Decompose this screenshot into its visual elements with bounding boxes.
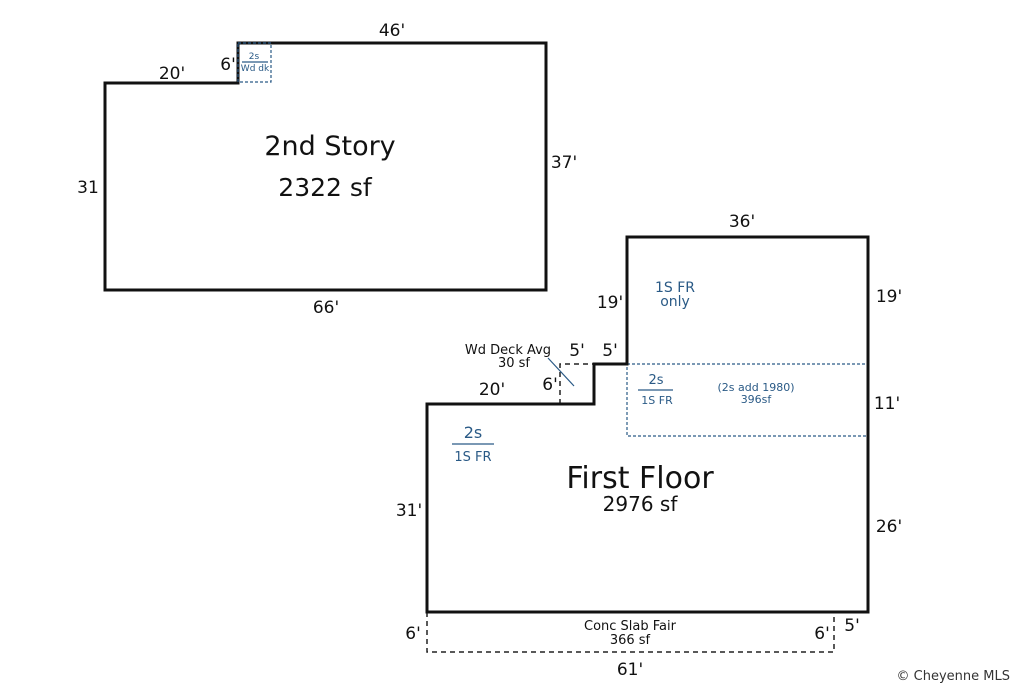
second-story-title: 2nd Story [264,131,395,162]
second-story-dim-left-top: 20' [159,64,185,84]
second-story-deck-outline [237,42,272,83]
addition-fraction-top: 2s [648,373,663,388]
first-floor-dim-right-lower: 26' [876,517,902,537]
main-fraction-top: 2s [464,423,483,442]
addition-fraction-bottom: 1S FR [641,394,673,407]
second-story-area: 2322 sf [278,173,373,202]
second-story-dim-right: 37' [551,153,577,173]
second-story-dim-bottom: 66' [313,298,339,318]
first-floor-dim-right-mid: 11' [874,394,900,414]
concrete-slab-outline [426,612,835,653]
first-floor-area: 2976 sf [603,492,679,516]
first-floor-title: First Floor [566,461,714,496]
slab-dim-bottom: 61' [617,660,643,680]
addition-note-2: 396sf [741,393,773,406]
first-floor-dim-left-upper: 19' [597,293,623,313]
first-floor-dim-left: 31' [396,501,422,521]
second-story-dim-notch: 6' [220,55,236,75]
first-floor-group: First Floor 2976 sf 1S FR only 2s 1S FR … [396,212,902,680]
first-floor-dim-right-upper: 19' [876,287,902,307]
first-floor-dim-step-height: 6' [542,375,558,395]
second-story-deck-label-top: 2s [249,52,260,62]
first-floor-only-label-1: 1S FR [655,280,695,296]
first-floor-dim-left-top: 20' [479,380,505,400]
wood-deck-label: Wd Deck Avg [465,343,551,358]
wood-deck-outline [559,363,594,404]
first-floor-dim-step-top: 5' [602,341,618,361]
second-story-dim-top: 46' [379,21,405,41]
concrete-slab-area: 366 sf [610,633,651,648]
first-floor-dim-top: 36' [729,212,755,232]
slab-dim-right: 6' [814,624,830,644]
second-story-outline [103,41,548,292]
addition-note-1: (2s add 1980) [717,381,794,394]
first-floor-outline [425,235,870,614]
main-fraction-bottom: 1S FR [454,450,491,465]
second-story-dim-left: 31 [77,178,99,198]
second-story-deck-label-bottom: Wd dk [241,64,270,74]
concrete-slab-label: Conc Slab Fair [584,619,677,634]
wood-deck-area: 30 sf [498,356,530,371]
wood-deck-leader [547,357,575,387]
first-floor-dim-step-left: 5' [569,341,585,361]
slab-dim-corner: 5' [844,616,860,636]
slab-dim-left: 6' [405,624,421,644]
second-story-group: 2s Wd dk 2nd Story 2322 sf 46' 20' 6' 31… [77,21,577,318]
copyright-notice: © Cheyenne MLS [897,669,1010,684]
first-floor-only-label-2: only [660,294,690,310]
